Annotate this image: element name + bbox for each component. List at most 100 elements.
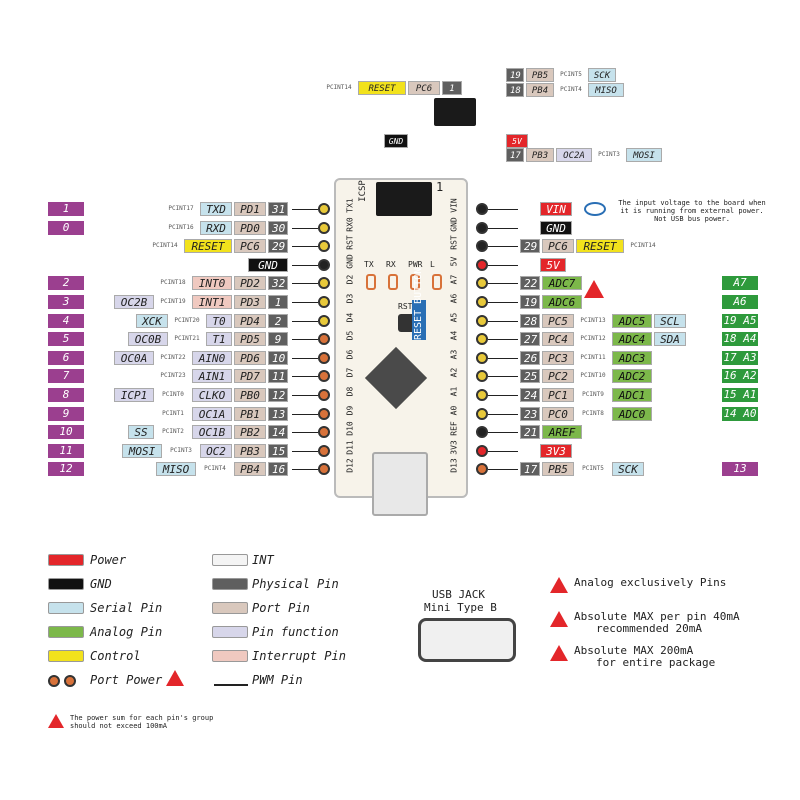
pin-label: XCK [136,313,168,328]
header-pin [318,407,330,420]
usb-subtitle: Mini Type B [424,601,497,614]
connector-wire [292,283,318,285]
legend-label: Pin function [252,625,339,639]
legend-swatch [212,578,248,590]
led [388,274,398,290]
board-pin-label: D3 [345,293,355,304]
physical-pin-label: 11 [268,369,288,384]
digital-pin-badge: 8 [48,388,84,402]
icsp-pin-label: MISO [588,83,624,97]
pin-label: PC2 [542,369,574,384]
connector-wire [292,209,318,210]
header-pin [318,389,330,401]
pin-label: ADC0 [612,406,652,421]
legend-label: Serial Pin [90,601,163,615]
physical-pin-label: 15 [268,443,288,458]
connector-wire [292,376,318,378]
legend-swatch [48,602,84,614]
pin-label: PC4 [542,332,574,347]
icsp-pin-label: PB5 [526,68,554,82]
pin-label: PC3 [542,350,574,365]
pin-label: CLKO [192,388,232,402]
physical-pin-label: 13 [268,406,288,421]
header-pin [476,314,488,327]
physical-pin-label: 25 [520,369,540,384]
physical-pin-label: 21 [520,425,540,440]
pin-label: OC1A [192,406,232,421]
pwm-wire [292,357,318,359]
legend-swatch [48,650,84,662]
pin-label: PC5 [542,313,574,328]
icsp-pin-label: PB3 [526,148,554,162]
legend-swatch [212,602,248,614]
legend-swatch [212,626,248,638]
header-pin [476,333,488,346]
connector-wire [292,246,318,248]
pin-label: PCINT23 [160,372,186,380]
reset-button-label: RESET BUTTON [412,267,426,340]
led-label: RX [386,260,396,269]
pin-label: SDA [654,332,686,347]
header-pin [476,221,488,234]
pin-label: ADC6 [542,295,582,309]
footnote: The power sum for each pin's group shoul… [70,714,214,730]
pwm-wire [292,320,318,322]
pin-label: PB2 [234,425,266,440]
connector-wire [488,339,518,341]
arduino-nano-board [334,178,468,498]
physical-pin-label: 16 [268,462,288,477]
pwm-icon [214,676,248,686]
icsp-pin-label: PCINT14 [326,84,352,91]
pin-label: PCINT18 [160,279,186,287]
analog-pin-badge: 18 A4 [722,332,758,347]
connector-wire [488,320,518,322]
legend-label: for entire package [596,656,716,669]
legend-label: Physical Pin [252,577,339,591]
icsp-pin-label: RESET [358,81,406,95]
pin-label: TXD [200,202,232,216]
pin-label: SCK [612,462,644,477]
pin-label: ADC4 [612,332,652,347]
reset-button [398,314,416,332]
connector-wire [488,227,518,229]
analog-pin-badge: 16 A2 [722,369,758,384]
physical-pin-label: 1 [268,295,288,309]
board-pin-label: A1 [449,386,459,397]
header-pin [318,351,330,364]
connector-wire [488,209,518,210]
pin-label: SS [128,425,154,440]
led-label: PWR [408,260,423,269]
pin-label: PCINT1 [162,409,184,417]
pin-label: PCINT5 [582,465,604,473]
connector-wire [488,432,518,434]
icsp-pin1-label: 1 [436,180,444,194]
pin-label: PCINT14 [630,242,656,250]
board-pin-label: D4 [345,312,355,322]
physical-pin-label: 9 [268,332,288,347]
connector-wire [488,413,518,415]
board-pin-label: D12 [345,458,355,474]
board-pin-label: D7 [345,368,355,378]
pin-label: PCINT19 [160,298,186,305]
pin-label: PD0 [234,220,266,235]
pin-label: PC6 [234,239,266,254]
physical-pin-label: 29 [268,239,288,254]
pin-label: PB3 [234,443,266,458]
pin-label: T0 [206,313,232,328]
header-pin [476,370,488,383]
pin-label: PCINT16 [168,223,194,231]
legend-label: Absolute MAX 200mA [574,644,694,657]
board-pin-label: A5 [449,312,459,322]
warning-icon [48,714,64,728]
pin-label: PCINT20 [174,316,200,324]
physical-pin-label: 27 [520,332,540,347]
warning-icon [166,670,184,686]
pwm-wire [292,413,318,415]
digital-pin-badge: 10 [48,425,84,440]
legend-swatch [212,650,248,662]
board-pin-label: 3V3 [449,440,459,455]
pin-label: PCINT4 [204,465,226,473]
header-pin [318,314,330,327]
board-pin-label: A7 [449,275,459,285]
digital-pin-badge: 12 [48,462,84,477]
